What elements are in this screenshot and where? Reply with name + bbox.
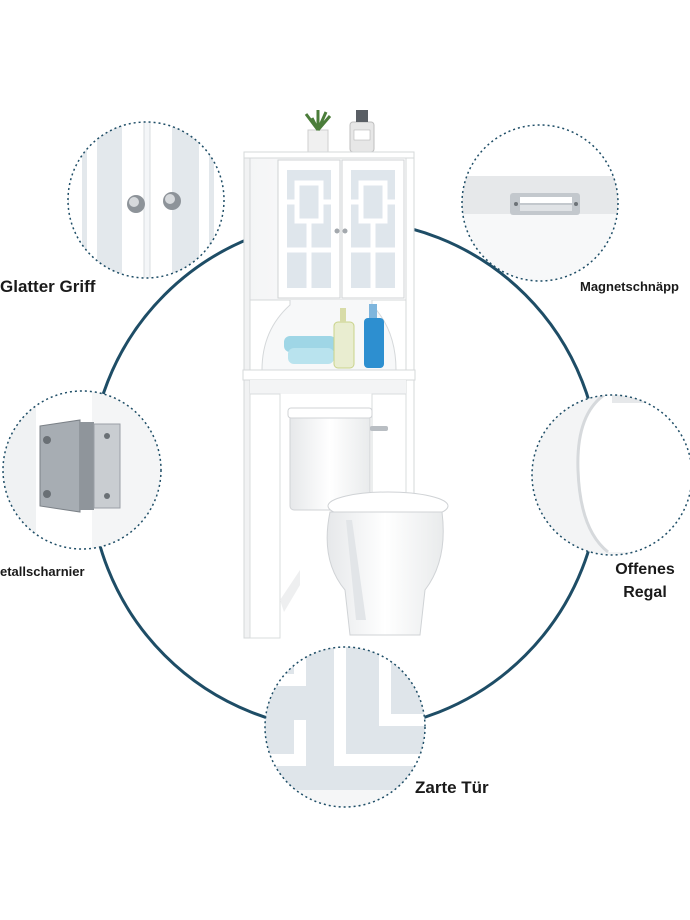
detail-circle-hinge: [2, 390, 162, 550]
detail-circle-regal: [531, 394, 690, 556]
label-offenes-regal-line1: Offenes: [615, 561, 675, 578]
label-offenes-regal-line2: Regal: [623, 584, 667, 601]
magnet-latch-icon: [510, 193, 580, 215]
label-metallscharnier: etallscharnier: [0, 564, 85, 579]
label-glatter-griff: Glatter Griff: [0, 277, 96, 296]
toilet: [287, 407, 449, 636]
hinge-icon: [39, 419, 121, 513]
soap-bottle-icon: [349, 110, 375, 153]
label-zarte-tuer: Zarte Tür: [415, 778, 489, 797]
knob-icon: [334, 228, 340, 234]
plant-icon: [304, 110, 332, 153]
knob-icon: [127, 195, 145, 213]
knob-icon: [342, 228, 348, 234]
label-magnetschnaepper: Magnetschnäpp: [580, 279, 679, 294]
label-offenes-regal: Offenes Regal: [600, 558, 690, 604]
detail-circle-tuer: [264, 646, 426, 808]
knob-icon: [163, 192, 181, 210]
detail-circle-griff: [67, 121, 225, 279]
detail-circle-magnet: [461, 124, 619, 282]
